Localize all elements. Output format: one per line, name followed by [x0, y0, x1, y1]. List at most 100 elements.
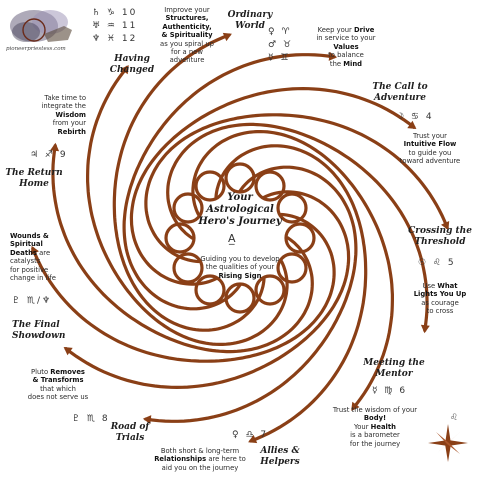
arrow-head: [248, 434, 258, 444]
wounds-l4: catalysts: [10, 257, 41, 266]
inner-loop: [276, 192, 308, 224]
stage-crossing-threshold: Crossing the Threshold: [406, 226, 474, 248]
arrow-head: [63, 347, 73, 356]
mentor-glyphs: ☿ ♍ 6: [372, 386, 408, 396]
having-changed-title-2: Changed: [109, 65, 155, 75]
intuitive-l3: to guide you: [408, 148, 452, 157]
glyph-row-1: ♀ ♈: [268, 27, 292, 37]
crossing-title-2: Threshold: [414, 237, 466, 247]
return-title-2: Home: [19, 179, 49, 189]
center-title: Your Astrological Hero's Journey: [190, 192, 290, 228]
pluto-l1a: Pluto: [31, 368, 51, 376]
body-text: Trust the wisdom of your Body! Your Heal…: [322, 406, 428, 448]
intuitive-l1: Trust your: [413, 132, 447, 140]
ordinary-world-title-1: Ordinary: [227, 10, 273, 20]
body-l4: for the journey: [349, 439, 401, 448]
body-l1b: Body!: [363, 414, 387, 423]
stage-having-changed: Having Changed: [104, 54, 160, 76]
final-title-1: The Final: [12, 320, 60, 330]
relationships-text: Both short & long-term Relationships are…: [144, 447, 256, 472]
site-url: pioneerpriestess.com: [6, 46, 66, 52]
allies-title-2: Helpers: [260, 457, 300, 467]
spiral-loop: [166, 122, 429, 332]
body-l2: Your: [354, 422, 371, 431]
stage-road-of-trials: Road of Trials: [104, 422, 156, 444]
inner-loop: [164, 222, 196, 254]
crossing-title-1: Crossing the: [408, 226, 472, 236]
return-title-1: The Return: [5, 168, 63, 178]
wisdom-l1: Take time to: [44, 94, 86, 102]
inner-loop: [172, 252, 204, 284]
drive-l1b: Drive: [354, 26, 375, 34]
arrow-head: [441, 221, 450, 231]
allies-glyphs: ♀ ♎ 7: [232, 430, 269, 440]
spiral-loop: [144, 165, 358, 423]
structures-l4: & Spirituality: [161, 31, 213, 40]
glyph-row-10: ♄ ♑ 10: [92, 8, 138, 18]
arrow-head: [120, 65, 129, 75]
drive-l4: the: [329, 59, 344, 68]
spiral-loop: [112, 33, 266, 332]
inner-loop: [254, 170, 286, 202]
road-glyphs: ♇ ♏ 8: [72, 414, 110, 424]
pluto-l4: does not serve us: [27, 393, 89, 402]
return-glyphs: ♃ ♐ 9: [30, 150, 68, 160]
mentor-title-2: Mentor: [375, 369, 413, 379]
call-glyphs: ☽ ♋ 4: [396, 112, 434, 122]
logo-art: [10, 10, 72, 42]
wounds-l1: Wounds &: [10, 232, 49, 240]
inner-loop: [172, 192, 204, 224]
drive-l2b: Values: [333, 42, 359, 51]
center-desc-bold: Rising Sign: [218, 271, 262, 280]
arrow-head: [222, 32, 232, 42]
relationships-l2: Relationships: [154, 455, 207, 464]
spiral-loop: [86, 65, 289, 346]
compass-glyph: ♌: [450, 413, 458, 423]
structures-l5: as you spiral up: [160, 39, 214, 48]
compass-rose-icon: ♌: [428, 413, 468, 462]
inner-loop: [224, 162, 256, 194]
ordinary-world-title-2: World: [235, 21, 265, 31]
spiral-loop: [51, 144, 314, 354]
relationships-l1: Both short & long-term: [160, 447, 240, 455]
inner-loop: [194, 274, 226, 306]
lights-l1b: What: [437, 282, 458, 290]
intuitive-text: Trust your Intuitive Flow to guide you t…: [388, 132, 472, 166]
wounds-l5: for positive: [10, 265, 49, 274]
logo: pioneerpriestess.com: [4, 4, 90, 56]
arrow-head: [50, 142, 60, 152]
center-title-line1: Your: [227, 192, 253, 203]
body-l1: Trust the wisdom of your: [332, 406, 418, 414]
arrow-head: [142, 415, 152, 425]
wisdom-l2: integrate the: [41, 102, 86, 111]
spiral-loop: [64, 190, 351, 390]
center-desc-line1: Guiding you to develop: [200, 255, 280, 263]
lights-l3: as courage: [421, 298, 459, 307]
lights-l1: Use: [422, 282, 438, 290]
drive-text: Keep your Drive in service to your Value…: [304, 26, 388, 68]
drive-l4b: Mind: [343, 59, 363, 68]
final-glyphs: ♇ ♏/♆: [12, 296, 53, 306]
wounds-l3b: are: [36, 248, 51, 257]
relationships-l2b: are here to: [206, 455, 246, 464]
pluto-l1b: Removes: [50, 368, 85, 376]
arrow-head: [407, 120, 417, 129]
center-description: Guiding you to develop the qualities of …: [180, 255, 300, 280]
center-title-line2: Astrological: [206, 204, 274, 215]
having-changed-glyphs: ♄ ♑ 10 ♅ ♒ 11 ♆ ♓ 12: [92, 7, 137, 46]
wounds-text: Wounds & Spiritual Deaths are catalysts …: [10, 232, 80, 282]
wounds-l2: Spiritual: [10, 240, 43, 249]
spiral-loop: [129, 86, 416, 286]
structures-l2: Structures,: [165, 14, 209, 23]
ordinary-world-glyphs: ♀ ♈ ♂ ♉ ☿ ♊: [268, 26, 293, 65]
lights-l2: Lights You Up: [413, 290, 467, 299]
center-desc-line2: the qualities of your: [205, 263, 275, 272]
stage-allies-helpers: Allies & Helpers: [254, 446, 306, 468]
glyph-row-12: ♆ ♓ 12: [92, 34, 138, 44]
center-title-line3: Hero's Journey: [198, 216, 282, 227]
drive-l1a: Keep your: [317, 26, 355, 34]
drive-l3: to balance: [328, 51, 364, 60]
glyph-row-2: ♂ ♉: [268, 40, 293, 50]
